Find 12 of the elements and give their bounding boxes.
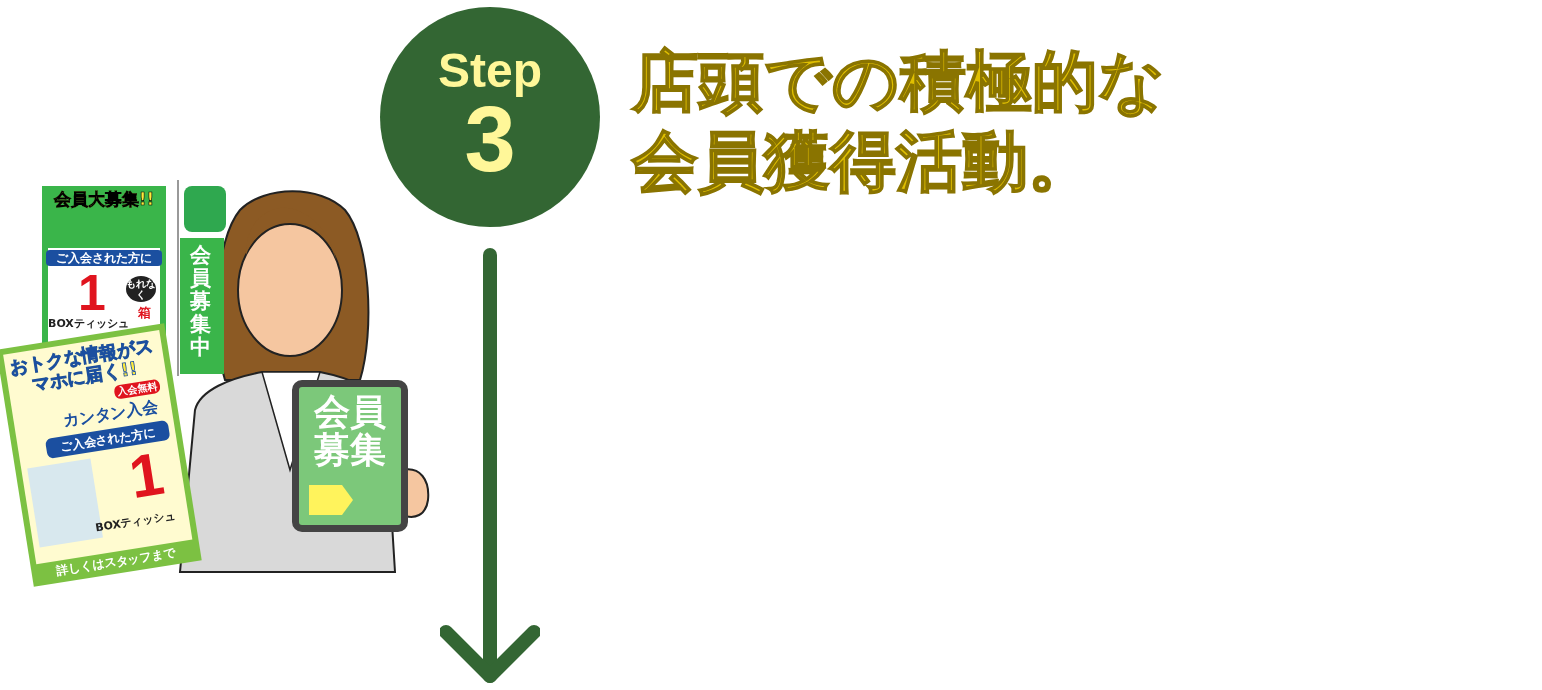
flag-text: 会員募集中 — [190, 244, 211, 360]
big-number: 1 — [78, 268, 106, 318]
product-text: BOXティッシュ — [94, 508, 178, 535]
tablet-text: 会員募集 — [313, 393, 387, 469]
product-text: BOXティッシュ — [48, 318, 130, 330]
footer-text: 詳しくはスタッフまで — [54, 544, 178, 580]
unit-text: 箱 — [138, 306, 151, 320]
step-number: 3 — [464, 93, 516, 185]
heading: 店頭での積極的な会員獲得活動。 — [632, 42, 1167, 202]
callout-banner: ご入会された方に — [46, 250, 162, 266]
step-label: Step — [437, 47, 543, 95]
poster-heading: 会員大募集!! — [52, 190, 156, 209]
